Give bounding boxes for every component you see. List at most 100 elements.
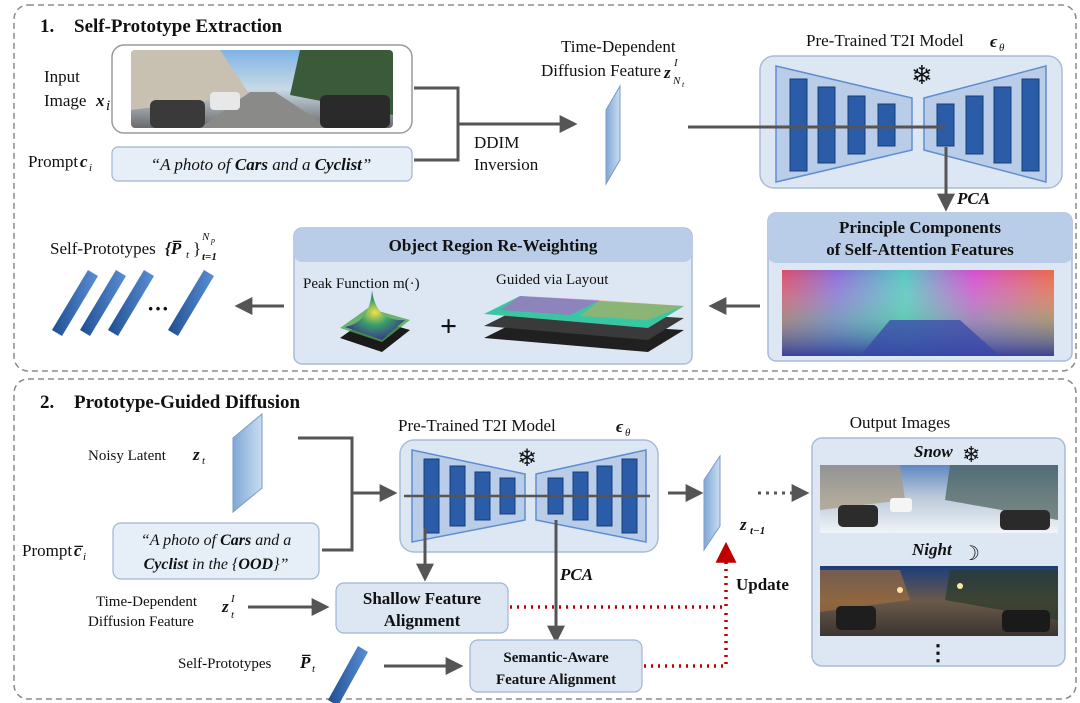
s1-enc-block-3 — [847, 95, 866, 155]
noisy-latent-plane — [232, 412, 263, 514]
section1-title: Self-Prototype Extraction — [74, 16, 283, 37]
s1-enc-block-1 — [789, 78, 808, 172]
s1-prototypes-sup: N — [201, 231, 210, 243]
s1-prompt-label: Prompt — [28, 152, 78, 171]
s2-prompt-line1: “A photo of Cars and a — [141, 532, 291, 549]
peak-function-label: Peak Function m(·) — [303, 276, 420, 292]
orw-plus-sign: + — [440, 310, 457, 343]
s1-pca-label: PCA — [956, 189, 990, 208]
zt1-plane — [703, 454, 721, 552]
s2-prototypes-sub: t — [312, 663, 316, 675]
s1-feature-label-2: Diffusion Feature — [541, 61, 661, 80]
s2-feature-math: z — [221, 597, 229, 616]
shallow-label-1: Shallow Feature — [363, 589, 482, 608]
s1-dec-block-2 — [965, 95, 984, 155]
s1-prototypes-label: Self-Prototypes — [50, 239, 156, 258]
s2-prompt-line2: Cyclist in the {OOD}” — [144, 556, 289, 573]
s1-feature-math: z — [663, 63, 671, 82]
input-image — [111, 44, 413, 134]
s1-feature-plane — [605, 84, 621, 186]
s1-prototypes-ellipsis: ··· — [147, 296, 169, 321]
section1-border — [13, 4, 1077, 372]
night-label: Night — [911, 540, 953, 559]
s1-model-sub: θ — [999, 42, 1005, 54]
update-label: Update — [736, 575, 789, 594]
noisy-latent-math: z — [192, 445, 200, 464]
s1-prototype-stick-2 — [80, 270, 126, 336]
s1-snowflake-icon: ❄ — [911, 61, 933, 90]
semantic-update-path — [644, 608, 728, 668]
s1-prototypes-close: } — [193, 239, 201, 258]
snow-output-image — [820, 465, 1058, 533]
s1-enc-block-4 — [877, 103, 896, 147]
night-icon: ☽ — [962, 543, 980, 565]
shallow-alignment-box — [335, 582, 509, 634]
s2-snowflake-icon: ❄ — [517, 446, 537, 472]
s1-merge-connector — [414, 86, 460, 162]
shallow-update-path — [510, 541, 737, 609]
peak-function-plot — [340, 290, 410, 352]
pc-title-bar — [768, 213, 1072, 263]
orw-title-bar — [294, 228, 692, 262]
s2-prototypes-math: P̅ — [299, 653, 311, 672]
s2-prompt-sub: i — [83, 551, 86, 563]
zt1-sub: t−1 — [750, 525, 765, 537]
s1-enc-block-2 — [817, 86, 836, 164]
s1-dec-block-3 — [993, 86, 1012, 164]
s2-prototype-stick — [328, 646, 368, 703]
s2-model-sub: θ — [625, 427, 631, 439]
s2-model-title: Pre-Trained T2I Model — [398, 416, 556, 435]
s2-feature-sup: I — [230, 593, 236, 605]
input-image-sub: i — [106, 98, 110, 114]
s2-prototypes-label: Self-Prototypes — [178, 656, 271, 672]
s2-prompt-math: c̅ — [74, 541, 84, 560]
ddim-label-2: Inversion — [474, 155, 539, 174]
snow-icon: ❄ — [962, 442, 980, 467]
s1-prototypes-math: {P̅ — [165, 239, 182, 258]
s1-prototypes-supsub: p — [210, 236, 215, 245]
s1-feature-subsub: t — [682, 80, 685, 89]
orw-title: Object Region Re-Weighting — [389, 236, 598, 255]
pc-title-2: of Self-Attention Features — [826, 240, 1014, 259]
output-vdots: ⋮ — [927, 640, 949, 665]
s1-prototypes-range: t=1 — [202, 251, 217, 263]
s2-prompt-box — [112, 522, 320, 580]
s1-feature-label-1: Time-Dependent — [561, 37, 676, 56]
input-image-label-2: Image — [44, 91, 86, 110]
s1-feature-sup: I — [673, 57, 679, 69]
s1-model-math: ϵ — [990, 32, 998, 51]
s2-feature-label-2: Diffusion Feature — [88, 614, 194, 630]
s1-prompt-box — [111, 146, 413, 182]
guided-layout-label: Guided via Layout — [496, 272, 609, 288]
s1-prompt-text: “A photo of Cars and a Cyclist” — [151, 155, 372, 174]
snow-label: Snow — [914, 442, 953, 461]
s1-unet-encoder — [775, 65, 913, 183]
s1-dec-block-4 — [1021, 78, 1040, 172]
s1-model-title: Pre-Trained T2I Model — [806, 31, 964, 50]
s1-prompt-sub: i — [89, 162, 92, 174]
semantic-label-1: Semantic-Aware — [503, 650, 609, 666]
guided-layout-stack — [484, 296, 684, 352]
s1-unet-decoder — [923, 65, 1047, 183]
s1-prompt-math: c — [80, 152, 88, 171]
section2-number: 2. — [40, 392, 54, 413]
ddim-label-1: DDIM — [474, 133, 519, 152]
shallow-label-2: Alignment — [384, 611, 461, 630]
s1-dec-block-1 — [936, 103, 955, 147]
section1-number: 1. — [40, 16, 54, 37]
input-image-label-1: Input — [44, 67, 80, 86]
s1-prototypes-sub: t — [186, 249, 190, 261]
s1-prototype-stick-3 — [108, 270, 154, 336]
s1-feature-sub: N — [672, 75, 681, 87]
pc-title-1: Principle Components — [839, 218, 1001, 237]
section2-border — [13, 378, 1077, 700]
s1-prototype-stick-4 — [168, 270, 214, 336]
pc-heatmap — [782, 270, 1054, 356]
output-images-title: Output Images — [850, 413, 951, 432]
semantic-label-2: Feature Alignment — [496, 672, 616, 688]
night-output-image — [820, 566, 1058, 636]
input-image-math: x — [95, 91, 105, 110]
s2-model-math: ϵ — [616, 417, 624, 436]
noisy-latent-sub: t — [202, 455, 206, 467]
